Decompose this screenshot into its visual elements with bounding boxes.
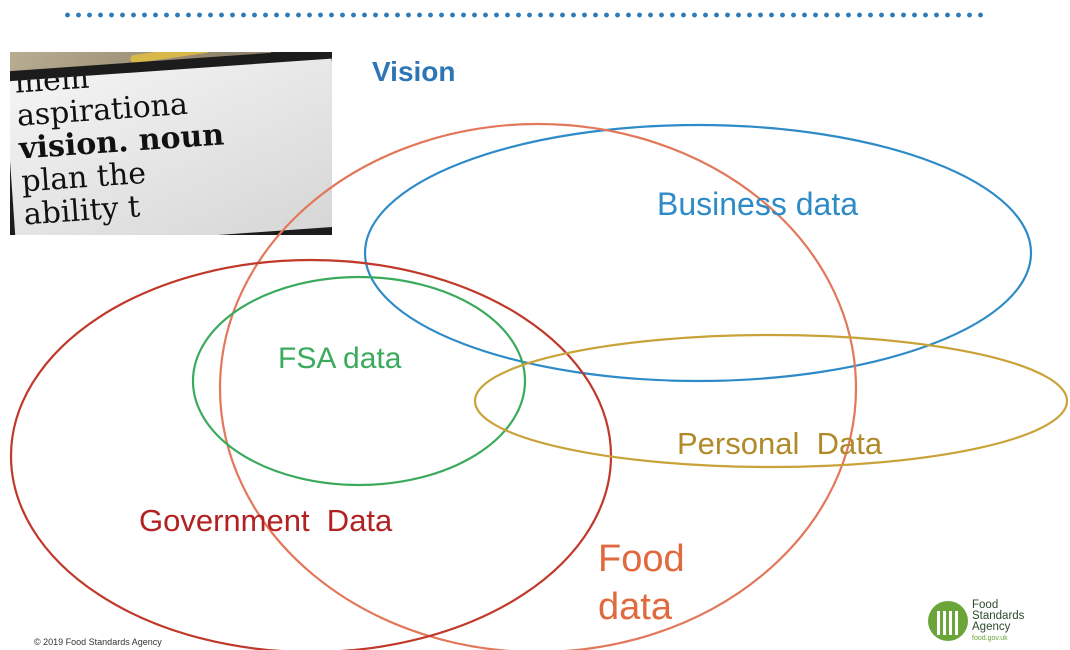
food-data-label-line: Food	[598, 538, 685, 580]
fsa-logo-icon	[928, 601, 968, 641]
personal-data-set	[473, 333, 1069, 469]
logo-line: Standards	[972, 610, 1025, 622]
food-data-label-line: data	[598, 586, 672, 628]
logo-line: Food	[972, 599, 999, 611]
logo-line: Agency	[972, 621, 1011, 633]
page-title: Vision	[372, 56, 456, 87]
logo-sub: food.gov.uk	[972, 635, 1008, 642]
food-data-label: Food data	[598, 535, 685, 631]
government-data-set	[9, 258, 613, 650]
fsa-logo-text: Food Standards Agency food.gov.uk	[972, 599, 1025, 644]
government-data-label: Government Data	[139, 503, 393, 538]
fsa-logo: Food Standards Agency food.gov.uk	[928, 597, 1058, 647]
dotted-divider	[62, 10, 988, 20]
dictionary-tablet-photo: mem aspirationa vision. noun plan the ab…	[10, 52, 332, 235]
personal-data-label: Personal Data	[677, 426, 883, 461]
business-data-label: Business data	[657, 186, 859, 222]
business-data-set	[363, 123, 1033, 383]
fsa-data-set	[191, 275, 527, 487]
food-data-set	[218, 122, 858, 650]
copyright-notice: © 2019 Food Standards Agency	[34, 637, 162, 647]
fsa-data-label: FSA data	[278, 342, 402, 375]
